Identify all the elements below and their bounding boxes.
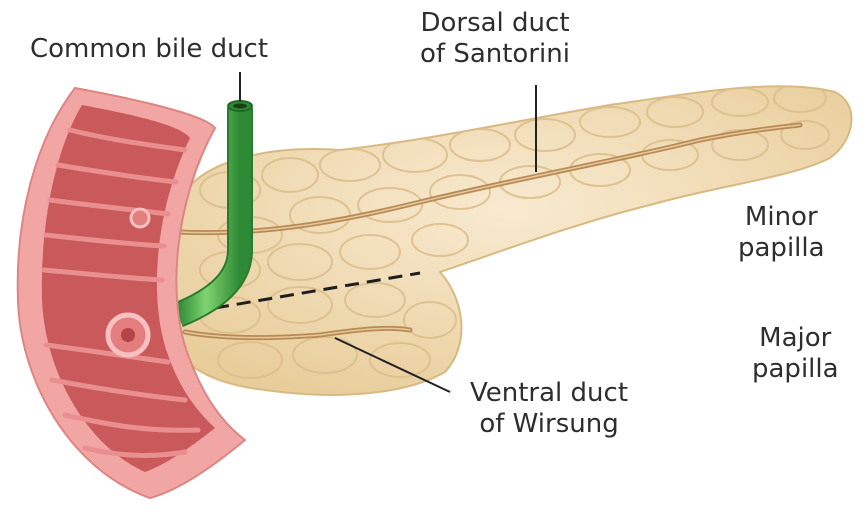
label-major-papilla: Major papilla xyxy=(752,323,839,385)
minor-papilla-marker xyxy=(131,209,149,227)
label-dorsal-duct: Dorsal duct of Santorini xyxy=(420,8,570,70)
label-minor-papilla: Minor papilla xyxy=(738,202,825,264)
label-common-bile-duct: Common bile duct xyxy=(30,34,268,65)
label-ventral-duct: Ventral duct of Wirsung xyxy=(470,378,628,440)
